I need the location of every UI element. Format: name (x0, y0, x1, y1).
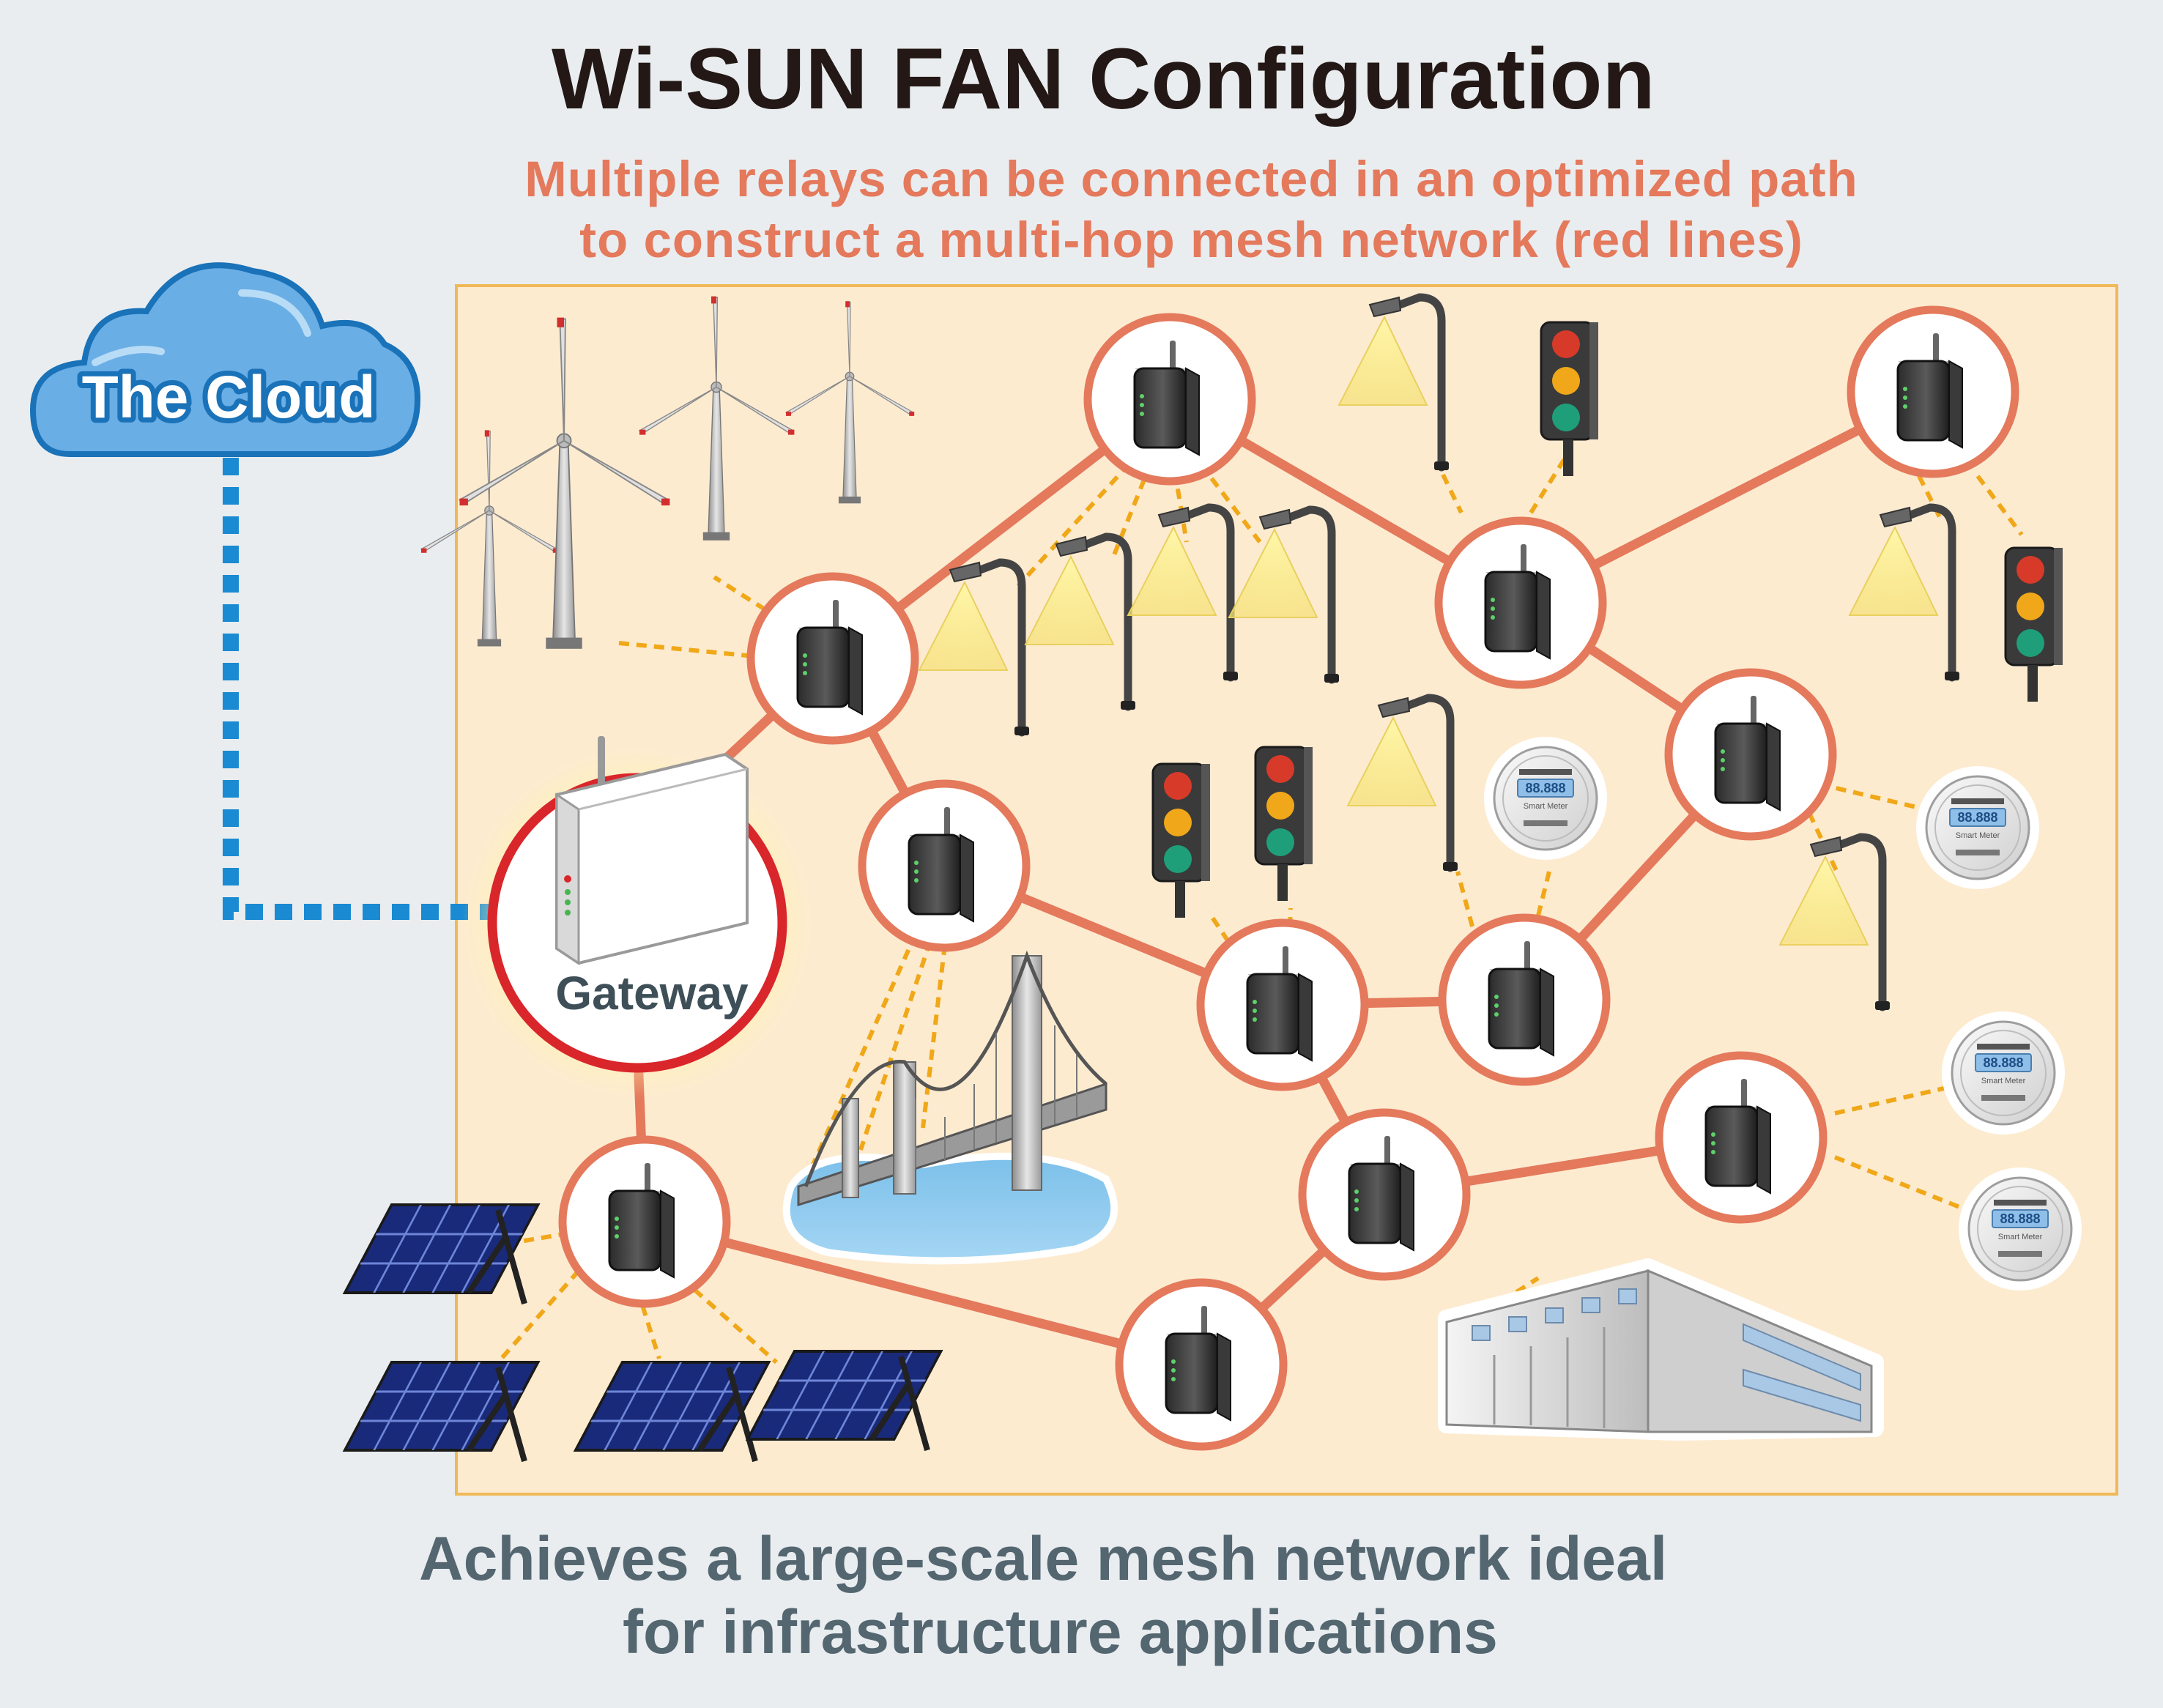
relay-node[interactable] (1196, 918, 1369, 1091)
smart-meter-icon (1940, 1010, 2066, 1136)
relay-node[interactable] (1115, 1278, 1288, 1451)
gateway-label: Gateway (555, 967, 749, 1020)
footer-line-2: for infrastructure applications (623, 1597, 1498, 1666)
smart-meter-icon (1957, 1166, 2083, 1292)
subtitle-line-1: Multiple relays can be connected in an o… (524, 151, 1858, 207)
gateway-label-outline: Gateway (555, 967, 749, 1020)
relay-node[interactable] (1438, 913, 1611, 1086)
relay-node[interactable] (1655, 1051, 1828, 1224)
subtitle-line-2: to construct a multi-hop mesh network (r… (579, 212, 1803, 268)
relay-nodes (558, 305, 2019, 1451)
suspension-bridge-icon (782, 950, 1118, 1265)
gateway-node[interactable]: Gateway Gateway (461, 736, 813, 1099)
smart-meter-icon (1483, 735, 1609, 861)
footer-line-1: Achieves a large-scale mesh network idea… (419, 1524, 1668, 1593)
relay-node[interactable] (858, 779, 1031, 952)
cloud-link (223, 458, 505, 920)
device-links (496, 423, 2024, 1364)
relay-node[interactable] (1083, 313, 1256, 486)
relay-node[interactable] (1847, 305, 2019, 478)
factory-building-icon (1438, 1258, 1884, 1441)
relay-node[interactable] (746, 572, 919, 745)
cloud-label-outline: The Cloud (82, 364, 376, 431)
relay-node[interactable] (1434, 516, 1607, 689)
relay-node[interactable] (558, 1135, 731, 1308)
relay-node[interactable] (1664, 668, 1837, 841)
cloud-icon[interactable]: The Cloud The Cloud (29, 262, 421, 457)
gateway-router-icon (555, 736, 749, 965)
relay-node[interactable] (1298, 1108, 1471, 1281)
cloud-label: The Cloud (82, 364, 376, 431)
smart-meter-icon (1915, 765, 2041, 891)
page-title: Wi-SUN FAN Configuration (552, 31, 1655, 127)
